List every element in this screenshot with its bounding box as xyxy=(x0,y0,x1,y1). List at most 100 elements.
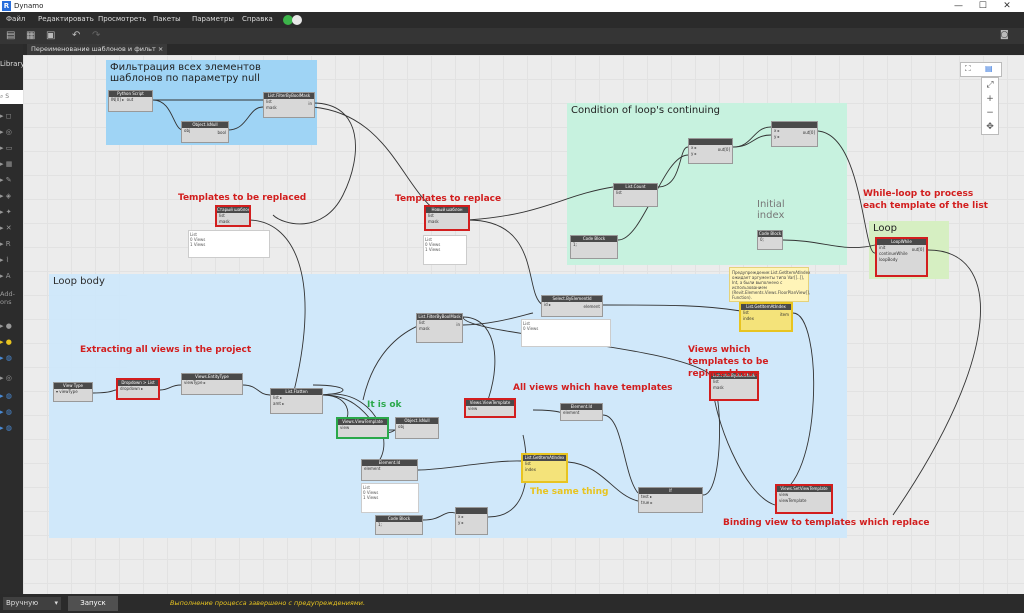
node-entity-type[interactable]: Views.EntityType viewType ▸ xyxy=(181,373,243,395)
node-get-item-at-index-2[interactable]: List.GetItemAtIndex list index xyxy=(521,453,568,483)
undo-icon[interactable]: ↶ xyxy=(72,30,80,41)
node-loop-while[interactable]: LoopWhile init continueWhile loopBody ou… xyxy=(875,237,928,277)
graph-view-icon[interactable]: ▤ xyxy=(985,64,993,73)
library-package[interactable]: ▸ ◍ xyxy=(0,392,23,406)
node-compare[interactable]: x ▸ y ▸ out[0] xyxy=(688,138,733,164)
library-package[interactable]: ▸ ◍ xyxy=(0,354,23,368)
warning-note[interactable]: Предупреждение:List.GetItemAtIndex ожида… xyxy=(729,267,809,302)
graph-canvas[interactable]: Фильтрация всех элементов шаблонов по па… xyxy=(23,55,1024,594)
port-index: index xyxy=(523,467,566,473)
dynamo-logo-icon: R xyxy=(2,1,11,11)
port-in: in xyxy=(456,322,460,327)
node-view-type[interactable]: View Type ▾ viewType xyxy=(53,382,93,402)
library-label: Library xyxy=(0,60,24,68)
port-list: list xyxy=(614,190,657,196)
node-list-count[interactable]: List.Count list xyxy=(613,183,658,207)
preview-line: 1 Views xyxy=(425,247,465,252)
library-category[interactable]: ▸ ◻ xyxy=(0,112,23,126)
annotation-binding: Binding view to templates which replace xyxy=(723,518,930,528)
run-mode-select[interactable]: Вручную ▾ xyxy=(3,597,61,610)
node-set-view-template[interactable]: Views.SetViewTemplate view viewTemplate xyxy=(775,484,833,514)
library-search-input[interactable]: ⌕ S xyxy=(0,90,23,104)
node-old-template[interactable]: Старый шаблон list mask xyxy=(215,205,251,227)
library-category[interactable]: ▸ ◈ xyxy=(0,192,23,206)
redo-icon[interactable]: ↷ xyxy=(92,30,100,41)
library-package[interactable]: ▸ ● xyxy=(0,322,23,336)
library-category[interactable]: ▸ ▦ xyxy=(0,160,23,174)
library-package[interactable]: ▸ ◎ xyxy=(0,374,23,388)
node-code-block-body[interactable]: Code Block 1; xyxy=(375,515,423,535)
node-python-script[interactable]: Python Script IN[0] ▸ out xyxy=(108,90,153,112)
menu-view[interactable]: Просмотреть xyxy=(98,15,146,23)
node-code-block-initial[interactable]: Code Block 0; xyxy=(757,230,783,250)
tab-close-icon[interactable]: × xyxy=(158,45,163,53)
pan-icon[interactable]: ✥ xyxy=(982,120,998,134)
preview-line: 1 Views xyxy=(190,242,268,247)
library-category[interactable]: ▸ ✕ xyxy=(0,224,23,238)
library-category[interactable]: ▸ ✎ xyxy=(0,176,23,190)
view-toggle[interactable]: ⛶ ▤ xyxy=(960,62,1002,77)
new-file-icon[interactable]: ▤ xyxy=(6,30,15,41)
port-in: in xyxy=(308,101,312,106)
library-category[interactable]: ▸ ⌇ xyxy=(0,256,23,270)
menu-packages[interactable]: Пакеты xyxy=(153,15,181,23)
code-line: 1; xyxy=(376,522,422,528)
library-panel xyxy=(0,44,23,594)
menu-settings[interactable]: Параметры xyxy=(192,15,234,23)
port-view: view xyxy=(338,425,387,431)
port-element: element xyxy=(362,466,417,472)
status-info-icon xyxy=(292,15,302,25)
node-flatten[interactable]: List.Flatten list ▸ amt ▸ xyxy=(270,388,323,414)
camera-icon[interactable]: ◙ xyxy=(1000,30,1009,40)
node-view-template-ok[interactable]: Views.ViewTemplate view xyxy=(336,417,389,439)
zoom-out-icon[interactable]: − xyxy=(982,106,998,120)
navigation-controls: ⤢ + − ✥ xyxy=(981,77,999,135)
minimize-icon[interactable]: — xyxy=(948,0,970,12)
node-dropdown-list[interactable]: Dropdown > List dropdown ▸ xyxy=(116,378,160,400)
node-add[interactable]: x ▸ y ▸ xyxy=(455,507,488,535)
node-if[interactable]: If test ▸ true ▸ xyxy=(638,487,703,513)
library-package[interactable]: ▸ ● xyxy=(0,338,23,352)
library-search-placeholder: S xyxy=(5,93,9,100)
node-object-isnull[interactable]: Object.IsNull obj bool xyxy=(181,121,229,143)
tab-label: Переименование шаблонов и фильт xyxy=(31,45,156,53)
node-filter-bool-mask[interactable]: List.FilterByBoolMask list mask in xyxy=(263,92,315,118)
dropdown-value[interactable]: ▾ viewType xyxy=(54,389,92,395)
node-object-isnull-2[interactable]: Object.IsNull obj xyxy=(395,417,439,439)
node-select-by-id[interactable]: Select.ByElementId id ▸ element xyxy=(541,295,603,317)
node-and[interactable]: x ▸ y ▸ out[0] xyxy=(771,121,818,147)
annotation-it-is-ok: It is ok xyxy=(367,400,402,410)
annotation-extracting: Extracting all views in the project xyxy=(80,345,251,355)
port-mask: mask xyxy=(711,385,757,391)
preview-new-template: List 0 Views 1 Views xyxy=(423,235,467,265)
library-add-ons[interactable]: Add-ons xyxy=(0,290,23,304)
library-category[interactable]: ▸ ▭ xyxy=(0,144,23,158)
maximize-icon[interactable]: ☐ xyxy=(972,0,994,12)
zoom-in-icon[interactable]: + xyxy=(982,92,998,106)
library-category[interactable]: ▸ ◎ xyxy=(0,128,23,142)
library-package[interactable]: ▸ ◍ xyxy=(0,424,23,438)
annotation-to-be-replaced: Templates to be replaced xyxy=(178,193,306,203)
library-category[interactable]: ▸ A xyxy=(0,272,23,286)
node-view-template-all[interactable]: Views.ViewTemplate view xyxy=(464,398,516,418)
tab-workspace[interactable]: Переименование шаблонов и фильт × xyxy=(27,44,167,55)
node-new-template[interactable]: Новый шаблон list mask xyxy=(424,205,470,231)
node-get-item-at-index[interactable]: List.GetItemAtIndex list index item xyxy=(739,302,793,332)
node-code-block-condition[interactable]: Code Block 1; xyxy=(570,235,618,259)
close-icon[interactable]: ✕ xyxy=(996,0,1018,12)
library-package[interactable]: ▸ ◍ xyxy=(0,408,23,422)
open-file-icon[interactable]: ▦ xyxy=(26,30,35,41)
menu-edit[interactable]: Редактировать xyxy=(38,15,94,23)
zoom-fit-icon[interactable]: ⤢ xyxy=(982,78,998,92)
geometry-view-icon[interactable]: ⛶ xyxy=(965,64,971,74)
save-icon[interactable]: ▣ xyxy=(46,30,55,41)
menu-file[interactable]: Файл xyxy=(6,15,25,23)
node-element-id-2[interactable]: Element.Id element xyxy=(361,459,418,481)
node-element-id[interactable]: Element.Id element xyxy=(560,403,603,421)
library-category[interactable]: ▸ R xyxy=(0,240,23,254)
node-filter-bool-mask-2[interactable]: List.FilterByBoolMask list mask in xyxy=(416,313,463,343)
menu-help[interactable]: Справка xyxy=(242,15,273,23)
library-category[interactable]: ▸ ✦ xyxy=(0,208,23,222)
tab-bar xyxy=(23,44,1024,55)
run-button[interactable]: Запуск xyxy=(68,596,118,611)
